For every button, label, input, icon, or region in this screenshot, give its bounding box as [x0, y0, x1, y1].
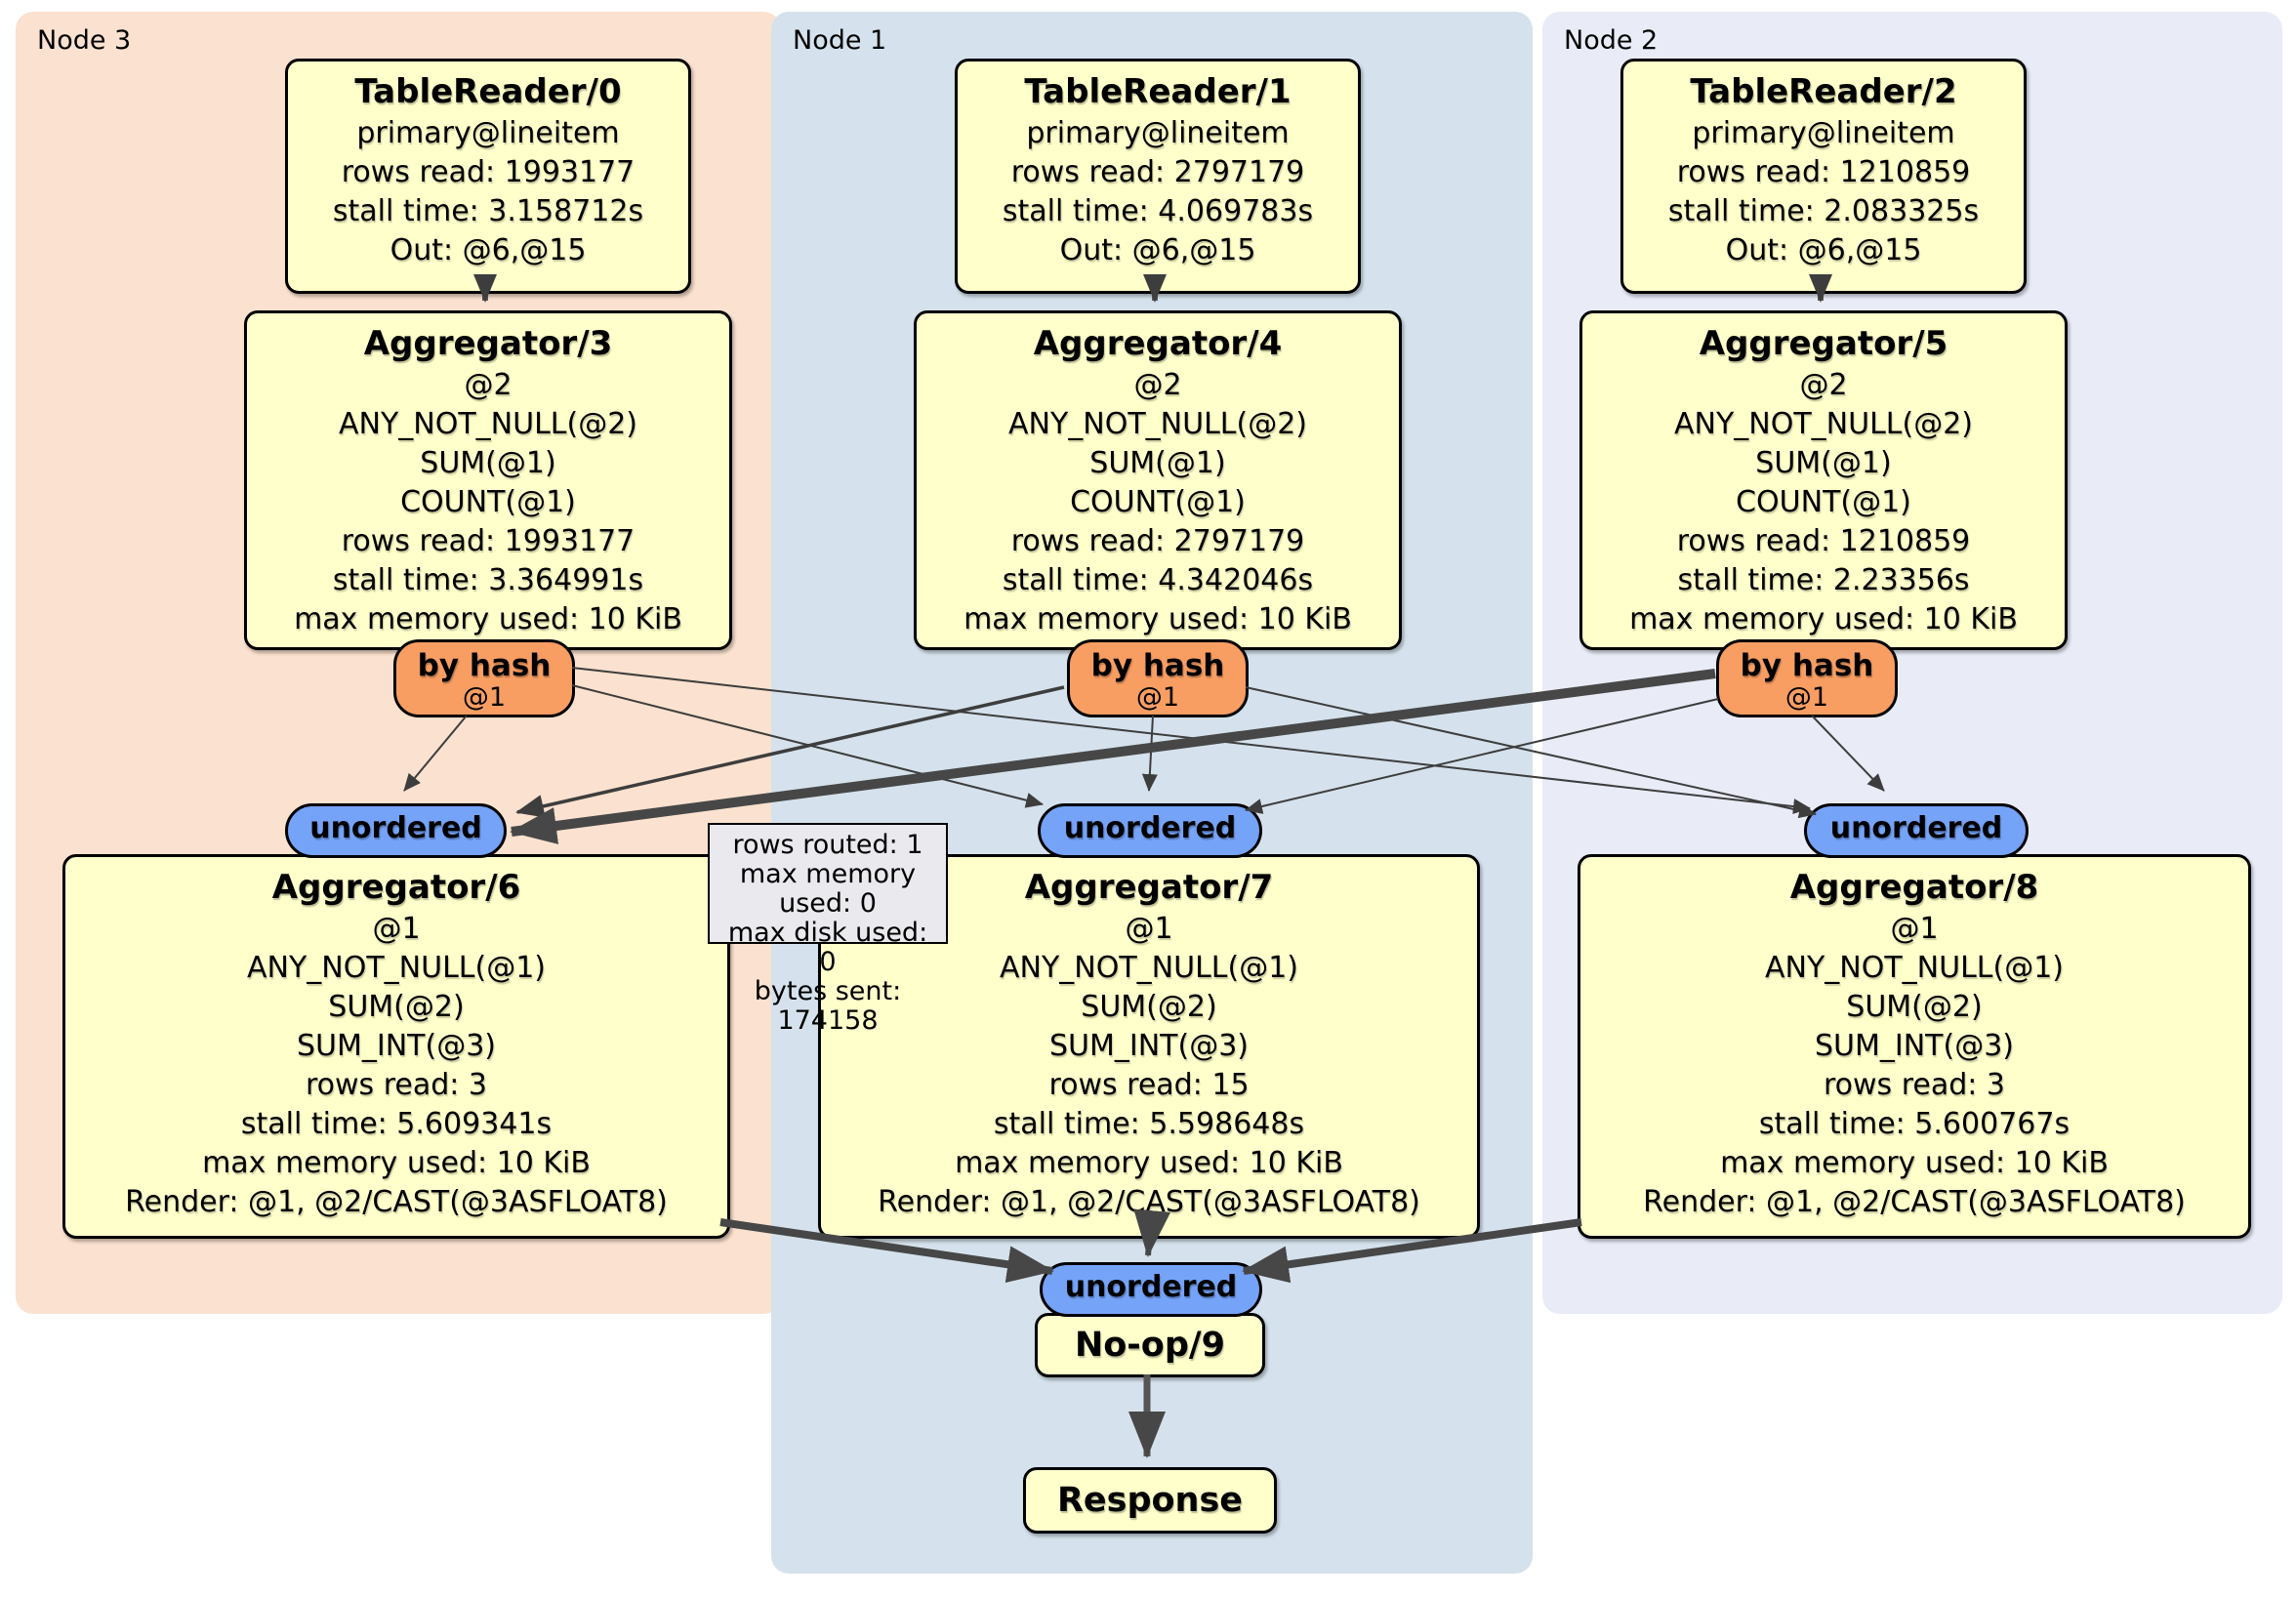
- processor-line: rows read: 1993177: [341, 524, 636, 558]
- router-key: @1: [1135, 682, 1180, 713]
- processor-line: COUNT(@1): [1736, 485, 1911, 519]
- processor-line: @2: [464, 368, 512, 402]
- processor-tablereader-1[interactable]: TableReader/1 primary@lineitem rows read…: [955, 59, 1361, 294]
- processor-line: ANY_NOT_NULL(@2): [339, 407, 637, 441]
- router-label: by hash: [417, 648, 552, 683]
- processor-line: SUM(@1): [420, 446, 556, 480]
- processor-line: Render: @1, @2/CAST(@3ASFLOAT8): [1643, 1185, 2186, 1219]
- processor-line: rows read: 3: [1823, 1068, 2006, 1102]
- processor-line: SUM_INT(@3): [1049, 1029, 1249, 1063]
- response-box[interactable]: Response: [1023, 1467, 1277, 1534]
- processor-title: Aggregator/7: [1024, 868, 1274, 907]
- processor-line: SUM(@2): [1081, 990, 1217, 1024]
- node2-label: Node 2: [1564, 25, 1659, 56]
- processor-line: stall time: 4.342046s: [1002, 563, 1314, 597]
- processor-line: rows read: 1993177: [341, 155, 636, 189]
- processor-line: rows read: 2797179: [1010, 155, 1305, 189]
- processor-title: Aggregator/5: [1699, 324, 1948, 363]
- processor-line: rows read: 3: [305, 1068, 488, 1102]
- router-key: @1: [462, 682, 507, 713]
- processor-title: Aggregator/4: [1033, 324, 1283, 363]
- processor-line: @2: [1799, 368, 1848, 402]
- processor-line: stall time: 3.158712s: [332, 194, 644, 228]
- processor-line: stall time: 3.364991s: [332, 563, 644, 597]
- processor-line: ANY_NOT_NULL(@1): [1765, 951, 2064, 985]
- connector-unordered-node3[interactable]: unordered: [285, 803, 507, 858]
- router-by-hash-node2[interactable]: by hash @1: [1716, 639, 1898, 717]
- processor-line: @1: [1890, 912, 1939, 946]
- processor-aggregator-4[interactable]: Aggregator/4 @2 ANY_NOT_NULL(@2) SUM(@1)…: [914, 310, 1402, 650]
- connector-unordered-node2[interactable]: unordered: [1804, 803, 2029, 858]
- processor-line: stall time: 5.600767s: [1758, 1107, 2070, 1141]
- processor-line: primary@lineitem: [1026, 116, 1290, 150]
- processor-line: max memory used: 10 KiB: [202, 1146, 591, 1180]
- router-label: by hash: [1740, 648, 1874, 683]
- processor-line: COUNT(@1): [400, 485, 576, 519]
- node3-label: Node 3: [37, 25, 132, 56]
- processor-line: max memory used: 10 KiB: [955, 1146, 1343, 1180]
- node1-label: Node 1: [793, 25, 887, 56]
- processor-title: Aggregator/6: [271, 868, 521, 907]
- processor-line: rows read: 2797179: [1010, 524, 1305, 558]
- tooltip-line: max disk used: 0: [727, 918, 928, 977]
- processor-line: max memory used: 10 KiB: [1629, 602, 2018, 636]
- router-label: by hash: [1090, 648, 1225, 683]
- processor-aggregator-6[interactable]: Aggregator/6 @1 ANY_NOT_NULL(@1) SUM(@2)…: [62, 854, 730, 1239]
- processor-line: SUM(@1): [1755, 446, 1892, 480]
- processor-line: stall time: 4.069783s: [1002, 194, 1314, 228]
- processor-title: TableReader/1: [1024, 72, 1292, 111]
- connector-unordered-node1[interactable]: unordered: [1038, 803, 1262, 858]
- processor-line: Render: @1, @2/CAST(@3ASFLOAT8): [878, 1185, 1420, 1219]
- processor-line: @1: [372, 912, 421, 946]
- processor-line: stall time: 5.609341s: [240, 1107, 553, 1141]
- processor-line: SUM(@2): [1846, 990, 1983, 1024]
- tooltip-line: bytes sent: 174158: [754, 976, 902, 1036]
- processor-tablereader-0[interactable]: TableReader/0 primary@lineitem rows read…: [285, 59, 691, 294]
- processor-line: Out: @6,@15: [1725, 233, 1922, 267]
- processor-title: Aggregator/3: [363, 324, 613, 363]
- processor-aggregator-5[interactable]: Aggregator/5 @2 ANY_NOT_NULL(@2) SUM(@1)…: [1579, 310, 2068, 650]
- processor-aggregator-8[interactable]: Aggregator/8 @1 ANY_NOT_NULL(@1) SUM(@2)…: [1578, 854, 2251, 1239]
- processor-title: TableReader/0: [354, 72, 622, 111]
- tooltip-line: rows routed: 1: [732, 830, 923, 860]
- processor-line: rows read: 1210859: [1676, 155, 1971, 189]
- processor-line: ANY_NOT_NULL(@2): [1674, 407, 1973, 441]
- processor-line: rows read: 1210859: [1676, 524, 1971, 558]
- processor-line: rows read: 15: [1048, 1068, 1250, 1102]
- processor-line: stall time: 2.083325s: [1667, 194, 1980, 228]
- processor-title: TableReader/2: [1690, 72, 1957, 111]
- processor-line: SUM(@1): [1089, 446, 1226, 480]
- tooltip-line: max memory used: 0: [739, 859, 917, 919]
- router-by-hash-node3[interactable]: by hash @1: [393, 639, 575, 717]
- processor-aggregator-3[interactable]: Aggregator/3 @2 ANY_NOT_NULL(@2) SUM(@1)…: [244, 310, 732, 650]
- processor-line: ANY_NOT_NULL(@2): [1008, 407, 1307, 441]
- processor-line: primary@lineitem: [356, 116, 620, 150]
- processor-noop-9[interactable]: No-op/9: [1035, 1313, 1265, 1377]
- processor-line: @1: [1125, 912, 1173, 946]
- processor-line: SUM_INT(@3): [297, 1029, 496, 1063]
- processor-line: Render: @1, @2/CAST(@3ASFLOAT8): [125, 1185, 668, 1219]
- processor-line: max memory used: 10 KiB: [294, 602, 682, 636]
- processor-line: @2: [1133, 368, 1182, 402]
- processor-line: ANY_NOT_NULL(@1): [247, 951, 546, 985]
- processor-line: max memory used: 10 KiB: [964, 602, 1352, 636]
- processor-line: max memory used: 10 KiB: [1720, 1146, 2109, 1180]
- connector-unordered-final[interactable]: unordered: [1040, 1262, 1262, 1317]
- processor-tablereader-2[interactable]: TableReader/2 primary@lineitem rows read…: [1620, 59, 2027, 294]
- processor-line: ANY_NOT_NULL(@1): [1000, 951, 1298, 985]
- processor-line: stall time: 5.598648s: [993, 1107, 1305, 1141]
- processor-line: SUM_INT(@3): [1815, 1029, 2014, 1063]
- processor-line: Out: @6,@15: [390, 233, 587, 267]
- processor-line: SUM(@2): [328, 990, 465, 1024]
- edge-stats-tooltip: rows routed: 1 max memory used: 0 max di…: [708, 823, 948, 1036]
- processor-line: stall time: 2.23356s: [1677, 563, 1970, 597]
- processor-title: Aggregator/8: [1789, 868, 2039, 907]
- router-key: @1: [1784, 682, 1829, 713]
- router-by-hash-node1[interactable]: by hash @1: [1067, 639, 1249, 717]
- processor-line: primary@lineitem: [1692, 116, 1955, 150]
- processor-line: COUNT(@1): [1070, 485, 1246, 519]
- processor-line: Out: @6,@15: [1059, 233, 1256, 267]
